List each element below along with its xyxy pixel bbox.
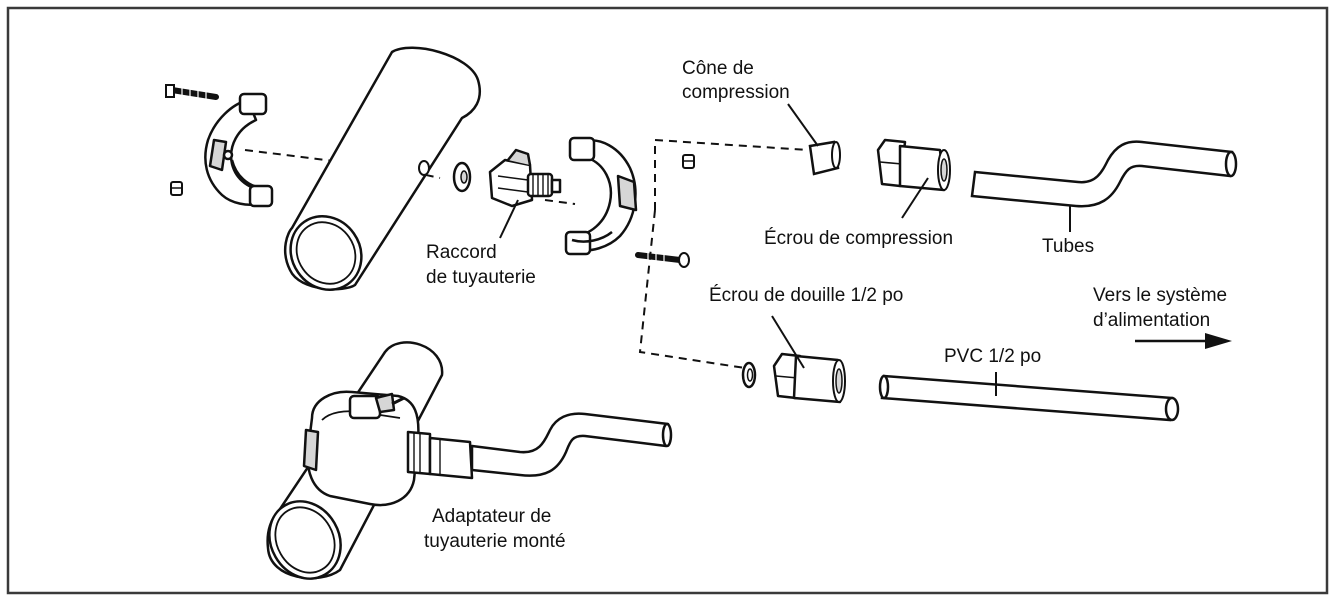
clamp-half-right <box>564 136 638 256</box>
compression-nut <box>876 138 951 192</box>
clamp-half-left <box>204 92 274 208</box>
diagram-frame <box>6 6 1329 595</box>
label-cone-line2: compression <box>682 82 790 103</box>
leader-ecrou-douille <box>771 315 805 369</box>
o-ring-lower <box>741 361 757 389</box>
leader-raccord <box>499 199 519 239</box>
guide-line-upper-branch <box>654 138 809 210</box>
guide-line-fitting <box>544 199 576 205</box>
label-ecrou-compression: Écrou de compression <box>764 228 953 249</box>
leader-cone <box>787 103 819 147</box>
label-raccord-line1: Raccord <box>426 242 497 263</box>
label-vers-line1: Vers le système <box>1093 285 1227 306</box>
label-adaptateur-line1: Adaptateur de <box>432 506 551 527</box>
label-ecrou-douille: Écrou de douille 1/2 po <box>709 285 903 306</box>
gasket <box>452 161 472 193</box>
assembled-view <box>266 341 673 580</box>
label-pvc: PVC 1/2 po <box>944 346 1041 367</box>
label-cone-line1: Cône de <box>682 58 754 79</box>
leader-lines <box>499 103 1071 396</box>
label-adaptateur-line2: tuyauterie monté <box>424 531 566 552</box>
nut-left <box>170 181 183 196</box>
bushing-nut <box>772 352 846 404</box>
main-pipe <box>283 46 481 291</box>
label-raccord-line2: de tuyauterie <box>426 267 536 288</box>
leader-ecrou-compression <box>901 177 929 219</box>
pvc-pipe <box>878 374 1180 422</box>
nut-right <box>682 154 695 169</box>
pipe-fitting <box>488 148 562 208</box>
labels: Cône de compression Raccord de tuyauteri… <box>424 58 1227 552</box>
supply-arrow <box>1135 333 1232 349</box>
compression-cone <box>808 140 841 176</box>
bolt-top-left <box>165 84 219 100</box>
bolt-middle <box>635 252 690 268</box>
tubing-upper <box>970 140 1238 208</box>
label-vers-line2: d’alimentation <box>1093 310 1210 331</box>
label-tubes: Tubes <box>1042 236 1094 257</box>
